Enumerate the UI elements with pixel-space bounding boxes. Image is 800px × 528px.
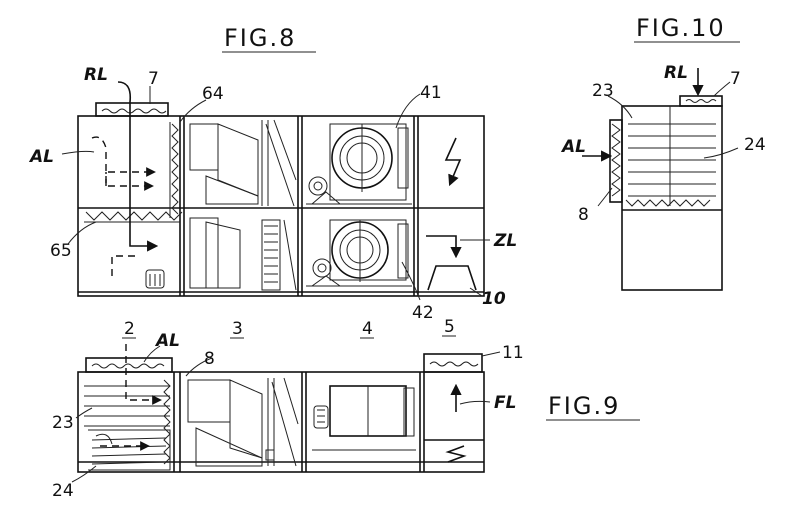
fig10-label-8: 8 bbox=[578, 205, 589, 225]
fig9-label-23: 23 bbox=[52, 413, 74, 433]
fig10-title: FIG.10 bbox=[636, 14, 726, 42]
fig9-hood-8 bbox=[85, 357, 173, 373]
fig8-filter-65 bbox=[85, 211, 183, 221]
fig9-label-8: 8 bbox=[204, 349, 215, 369]
fig8-label-7: 7 bbox=[148, 69, 159, 89]
fig9-title: FIG.9 bbox=[548, 392, 620, 420]
fig10-housing bbox=[621, 105, 723, 291]
fig8-title: FIG.8 bbox=[224, 24, 296, 52]
fig10-label-24: 24 bbox=[744, 135, 766, 155]
fig9: FIG.9 2 3 4 5 bbox=[52, 317, 640, 501]
fig8-filter-64 bbox=[171, 123, 179, 215]
fig8-lightning-icon bbox=[444, 137, 462, 187]
fig9-label-3: 3 bbox=[232, 319, 243, 339]
fig9-lightning-icon bbox=[445, 445, 467, 463]
fig8-intake-hood bbox=[95, 102, 169, 117]
fig9-label-5: 5 bbox=[444, 317, 455, 337]
fig8-label-rl: RL bbox=[84, 65, 108, 85]
fig9-label-2: 2 bbox=[124, 319, 135, 339]
fig8-label-42: 42 bbox=[412, 303, 434, 323]
fig8-label-41: 41 bbox=[420, 83, 442, 103]
fig8-label-65: 65 bbox=[50, 241, 72, 261]
fig8-label-64: 64 bbox=[202, 84, 224, 104]
fig9-hood-11 bbox=[423, 353, 483, 373]
fig9-label-al: AL bbox=[154, 331, 180, 351]
fig8: FIG.8 bbox=[28, 24, 517, 323]
fig9-label-11: 11 bbox=[502, 343, 524, 363]
fig10: FIG.10 RL 7 23 AL 24 8 bbox=[560, 14, 766, 291]
fig9-housing bbox=[77, 371, 485, 473]
fig10-label-rl: RL bbox=[664, 63, 688, 83]
fig8-housing bbox=[77, 115, 485, 297]
fig8-damper-10 bbox=[427, 265, 477, 291]
fig9-label-fl: FL bbox=[494, 393, 516, 413]
fig8-rl-arrow bbox=[117, 81, 159, 252]
fig8-label-zl: ZL bbox=[493, 231, 517, 251]
fig8-label-10: 10 bbox=[482, 289, 506, 309]
fig10-label-al: AL bbox=[560, 137, 586, 157]
fig8-label-al: AL bbox=[28, 147, 54, 167]
fig8-zl-arrow bbox=[426, 235, 462, 259]
fig10-label-23: 23 bbox=[592, 81, 614, 101]
fig9-label-24: 24 bbox=[52, 481, 74, 501]
fig10-label-7: 7 bbox=[730, 69, 741, 89]
fig9-label-4: 4 bbox=[362, 319, 373, 339]
